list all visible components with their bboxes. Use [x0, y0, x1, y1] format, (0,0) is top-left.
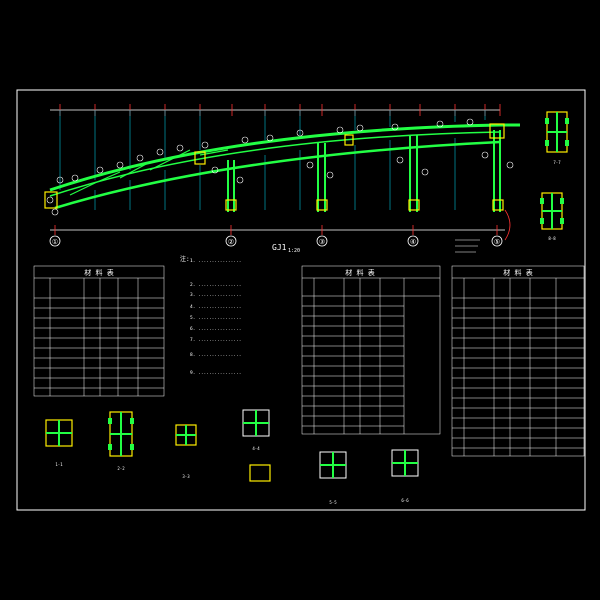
table-mid-title: 材 料 表	[345, 268, 374, 277]
truss-title: GJ1	[272, 243, 287, 252]
section-label-6: 6-6	[401, 498, 409, 503]
note-7: 7. ................	[190, 337, 241, 343]
web-members	[69, 149, 229, 196]
section-label-7: 7-7	[553, 160, 561, 165]
section-label-2: 2-2	[117, 466, 125, 471]
table-right-title: 材 料 表	[503, 268, 532, 277]
note-9: 9. ................	[190, 370, 241, 376]
section-detail-1	[45, 419, 73, 447]
section-detail-5	[249, 464, 271, 482]
material-table-right	[451, 265, 585, 457]
section-label-4: 4-4	[252, 446, 260, 451]
section-label-1: 1-1	[55, 462, 63, 467]
section-detail-6	[319, 451, 347, 479]
note-5: 5. ................	[190, 315, 241, 321]
gusset-plates	[44, 123, 505, 211]
axis-bubbles	[49, 235, 503, 247]
axis-note-block	[455, 239, 480, 253]
section-label-8: 8-8	[548, 236, 556, 241]
extension-lines	[59, 110, 486, 190]
section-detail-mid-right	[540, 192, 564, 230]
section-detail-2	[108, 411, 134, 457]
node-balloons	[46, 118, 514, 216]
bottom-chord	[54, 140, 501, 210]
section-detail-7	[391, 449, 419, 477]
truss-scale: 1:20	[288, 248, 300, 254]
note-2: 2. ................	[190, 282, 241, 288]
bottom-dimension-ticks	[54, 225, 498, 235]
notes-list: 1. ................ 2. ................ …	[190, 258, 241, 376]
section-label-5: 5-5	[329, 500, 337, 505]
axis-label-5: ⑤	[494, 238, 500, 246]
note-8: 8. ................	[190, 352, 241, 358]
material-table-left	[33, 265, 165, 397]
section-detail-4	[242, 409, 270, 437]
general-notes: 注: 1. ................ 2. ..............…	[180, 255, 241, 376]
note-6: 6. ................	[190, 326, 241, 332]
table-left-title: 材 料 表	[84, 268, 113, 277]
note-3: 3. ................	[190, 292, 241, 298]
axis-label-1: ①	[52, 238, 58, 246]
section-label-3: 3-3	[182, 474, 190, 479]
top-chord	[49, 123, 520, 192]
notes-title: 注:	[180, 255, 190, 263]
note-4: 4. ................	[190, 304, 241, 310]
note-1: 1. ................	[190, 258, 241, 264]
drawing-frame	[16, 89, 586, 511]
columns	[227, 130, 501, 212]
section-detail-top-right	[545, 111, 569, 153]
truss-elevation: ① ② ③ ④ ⑤ GJ1 1:20	[44, 104, 520, 254]
axis-label-4: ④	[410, 238, 416, 246]
end-leader-line	[504, 209, 511, 241]
material-table-mid	[301, 265, 441, 435]
axis-label-3: ③	[319, 238, 325, 246]
axis-label-2: ②	[228, 238, 234, 246]
section-detail-3	[175, 424, 197, 446]
